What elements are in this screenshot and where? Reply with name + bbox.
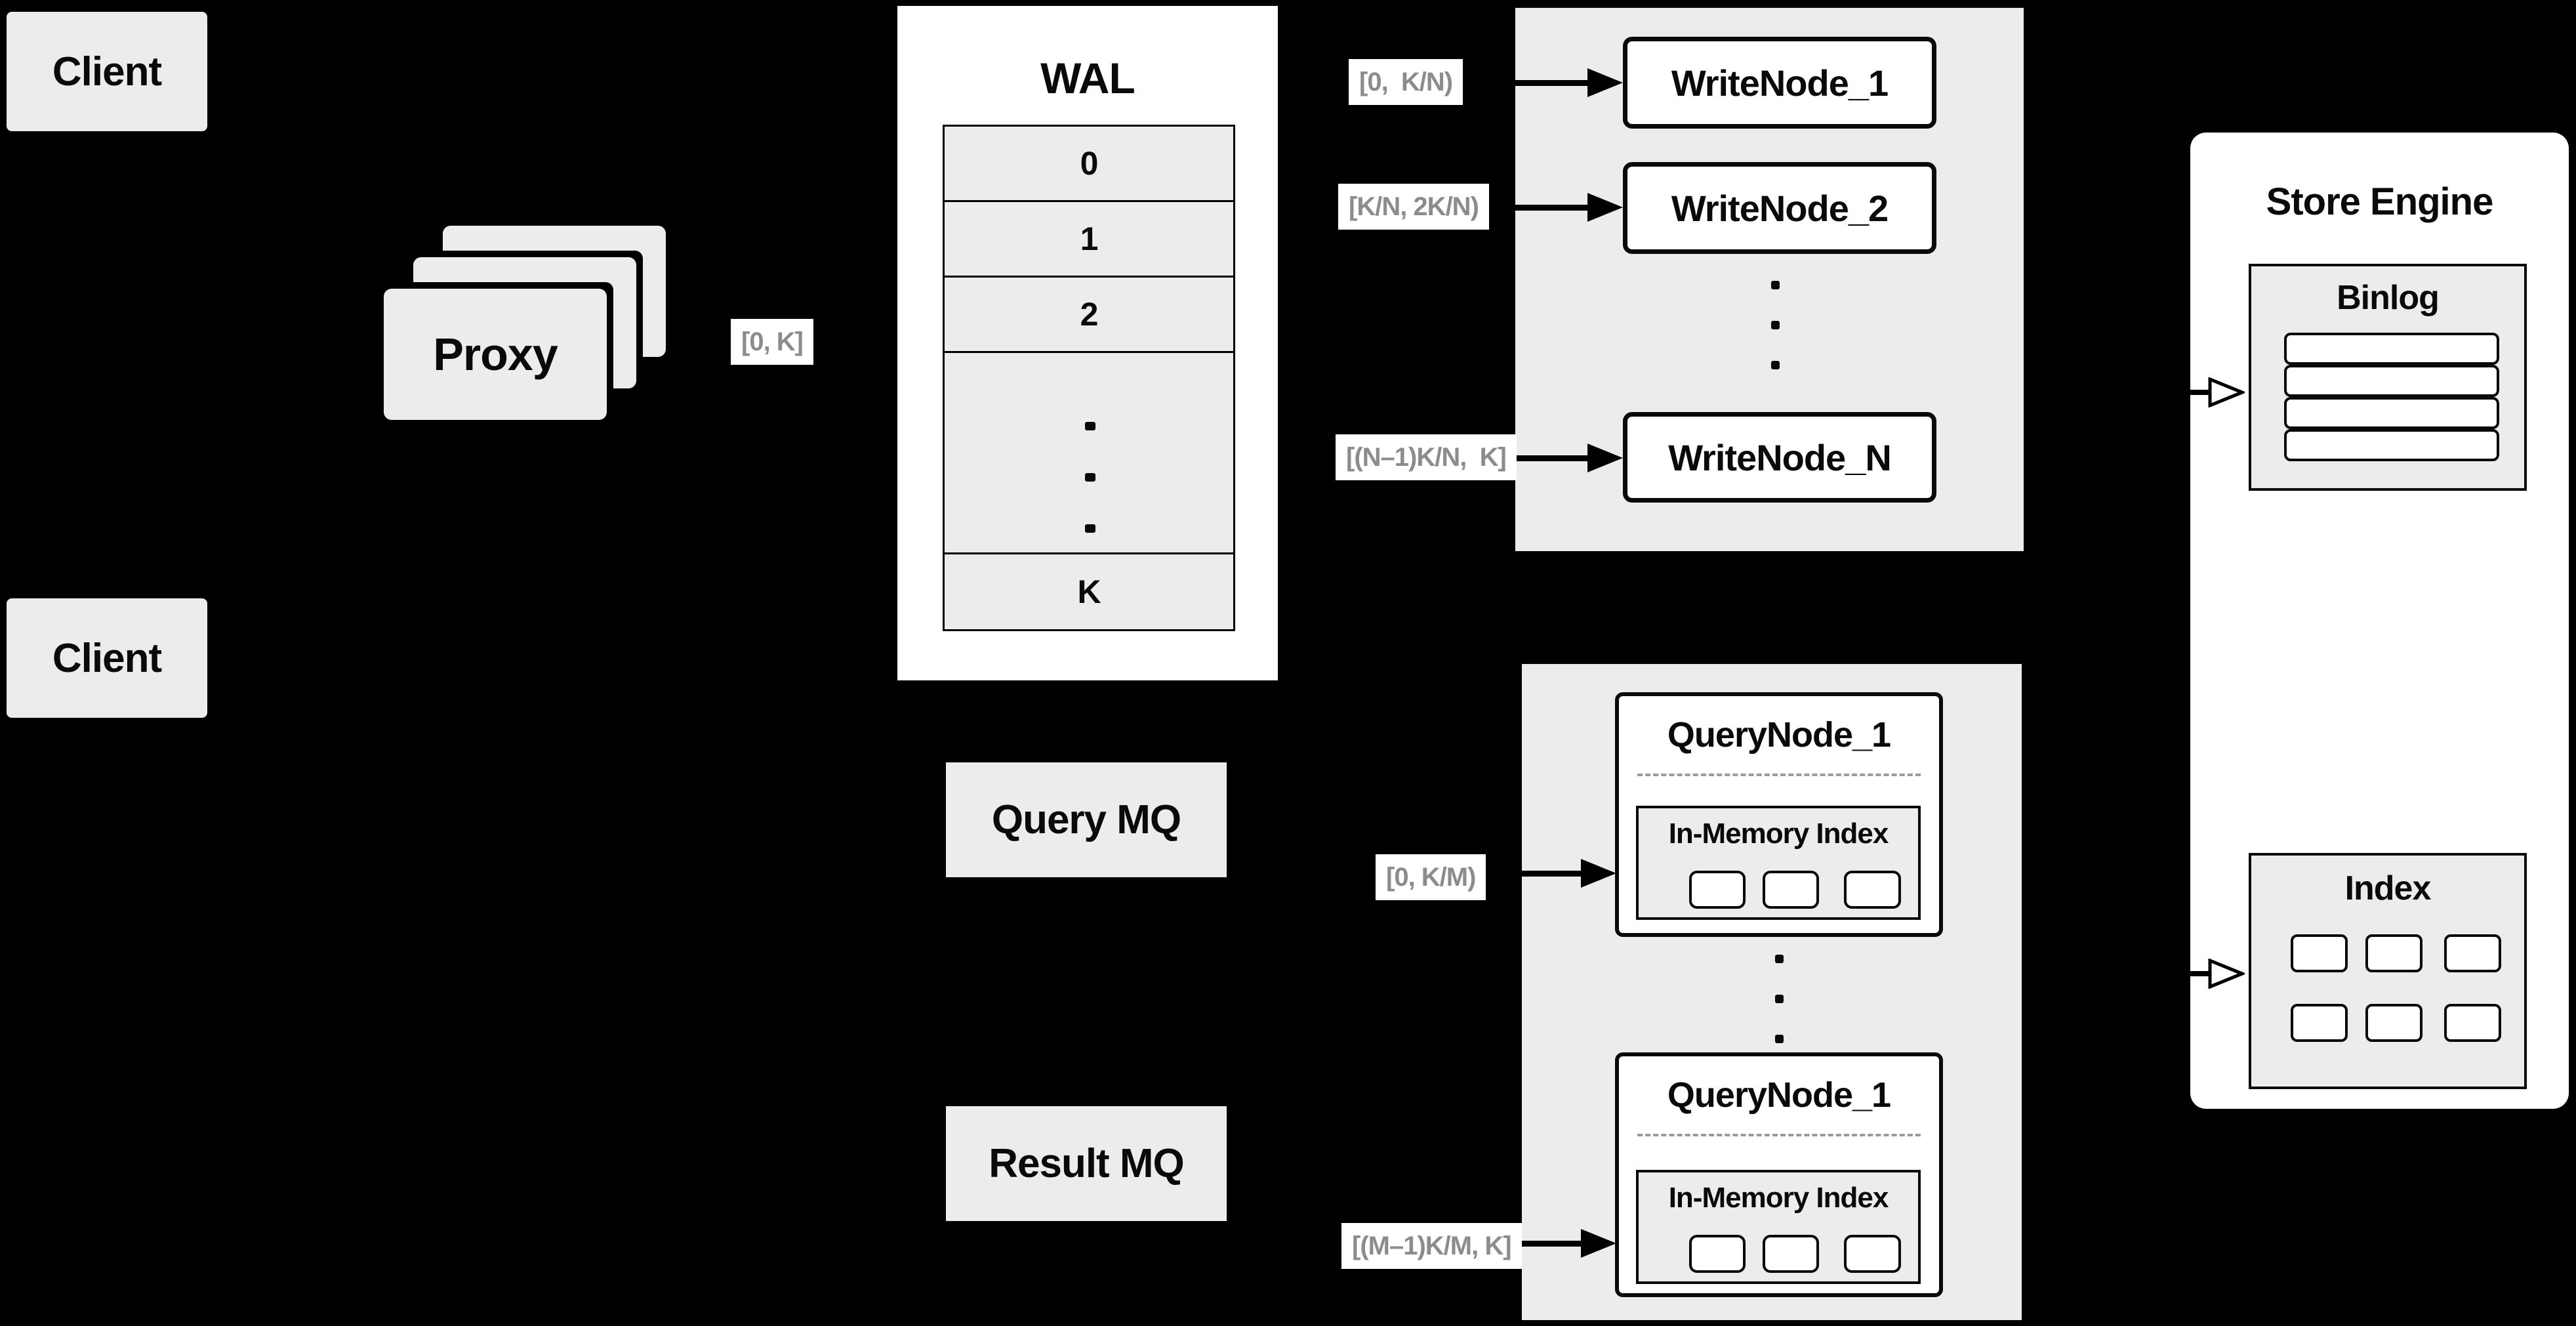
arrow-line (1484, 80, 1589, 86)
wal-title: WAL (1040, 54, 1135, 102)
arrow-line (1507, 1241, 1584, 1247)
index-slot (2291, 934, 2348, 972)
wal-row-0: 0 (945, 127, 1233, 202)
write-node-n: WriteNode_N (1623, 412, 1936, 503)
index-slot (2444, 934, 2501, 972)
result-mq-box: Result MQ (946, 1106, 1227, 1221)
arrow-line (1506, 205, 1589, 211)
memory-segment (1844, 1235, 1901, 1273)
write-node-1: WriteNode_1 (1623, 37, 1936, 129)
memory-segment (1763, 871, 1819, 909)
query-range-label-1: [0, K/M) (1376, 854, 1486, 900)
wal-row-2: 2 (945, 278, 1233, 353)
ellipsis-dot (1085, 422, 1095, 430)
arrow-head (1587, 193, 1623, 222)
arrow-line (2190, 971, 2212, 976)
in-memory-title: In-Memory Index (1668, 1182, 1889, 1214)
wal-row-ellipsis (945, 353, 1233, 554)
ellipsis-dot (1775, 1035, 1784, 1043)
query-range-label-2: [(M–1)K/M, K] (1341, 1223, 1522, 1269)
query-node-1-title: QueryNode_1 (1667, 715, 1891, 755)
store-engine-title: Store Engine (2266, 180, 2494, 223)
index-slot (2444, 1004, 2501, 1042)
binlog-slot (2284, 365, 2499, 397)
in-memory-index-box: In-Memory Index (1636, 806, 1921, 920)
binlog-box: Binlog (2249, 264, 2527, 491)
ellipsis-dot (1085, 524, 1095, 533)
arrow-line (2190, 390, 2212, 395)
binlog-slot (2284, 397, 2499, 429)
open-arrow-head (2208, 959, 2245, 989)
index-box: Index (2249, 853, 2527, 1089)
wal-box: WAL 0 1 2 K (895, 4, 1280, 682)
ellipsis-dot (1771, 321, 1780, 329)
index-slot (2291, 1004, 2348, 1042)
query-mq-box: Query MQ (946, 762, 1227, 877)
ellipsis-dot (1775, 995, 1784, 1003)
open-arrow-head (2208, 377, 2245, 407)
arrow-head (1581, 1229, 1616, 1258)
index-slot (2365, 934, 2423, 972)
proxy-label: Proxy (433, 329, 558, 380)
query-node-2-box: QueryNode_1 In-Memory Index (1615, 1052, 1943, 1297)
write-node-2: WriteNode_2 (1623, 162, 1936, 254)
ellipsis-dot (1085, 473, 1095, 482)
write-range-label-1: [0, K/N) (1349, 59, 1463, 105)
memory-segment (1763, 1235, 1819, 1273)
arrow-line (1507, 455, 1589, 461)
arrow-line (1484, 871, 1584, 877)
ellipsis-dot (1771, 281, 1780, 289)
arrow-head (1587, 444, 1623, 472)
in-memory-title: In-Memory Index (1668, 818, 1889, 850)
index-title: Index (2344, 869, 2432, 907)
ellipsis-dot (1771, 361, 1780, 369)
client-box-top: Client (7, 12, 207, 131)
client-box-bottom: Client (7, 598, 207, 718)
memory-segment (1689, 871, 1746, 909)
ellipsis-dot (1775, 955, 1784, 963)
binlog-title: Binlog (2337, 279, 2440, 317)
binlog-slot (2284, 429, 2499, 461)
index-slot (2365, 1004, 2423, 1042)
wal-table: 0 1 2 K (943, 125, 1235, 631)
query-node-divider (1637, 1134, 1921, 1136)
store-engine-panel: Store Engine Binlog Index (2190, 133, 2569, 1109)
arrow-head (1581, 859, 1616, 888)
proxy-card-front: Proxy (384, 289, 607, 420)
memory-segment (1844, 871, 1901, 909)
query-node-divider (1637, 774, 1921, 776)
client-bottom-label: Client (52, 635, 162, 681)
write-range-label-3: [(N–1)K/N, K] (1336, 434, 1517, 480)
memory-segment (1689, 1235, 1746, 1273)
binlog-slot (2284, 333, 2499, 365)
arrow-head (1587, 68, 1623, 97)
range-label-proxy-wal: [0, K] (731, 319, 813, 365)
wal-row-k: K (945, 554, 1233, 629)
query-node-2-title: QueryNode_1 (1667, 1075, 1891, 1115)
write-range-label-2: [K/N, 2K/N) (1338, 184, 1489, 230)
wal-row-1: 1 (945, 202, 1233, 278)
client-top-label: Client (52, 49, 162, 94)
in-memory-index-box: In-Memory Index (1636, 1170, 1921, 1284)
query-node-1-box: QueryNode_1 In-Memory Index (1615, 692, 1943, 937)
